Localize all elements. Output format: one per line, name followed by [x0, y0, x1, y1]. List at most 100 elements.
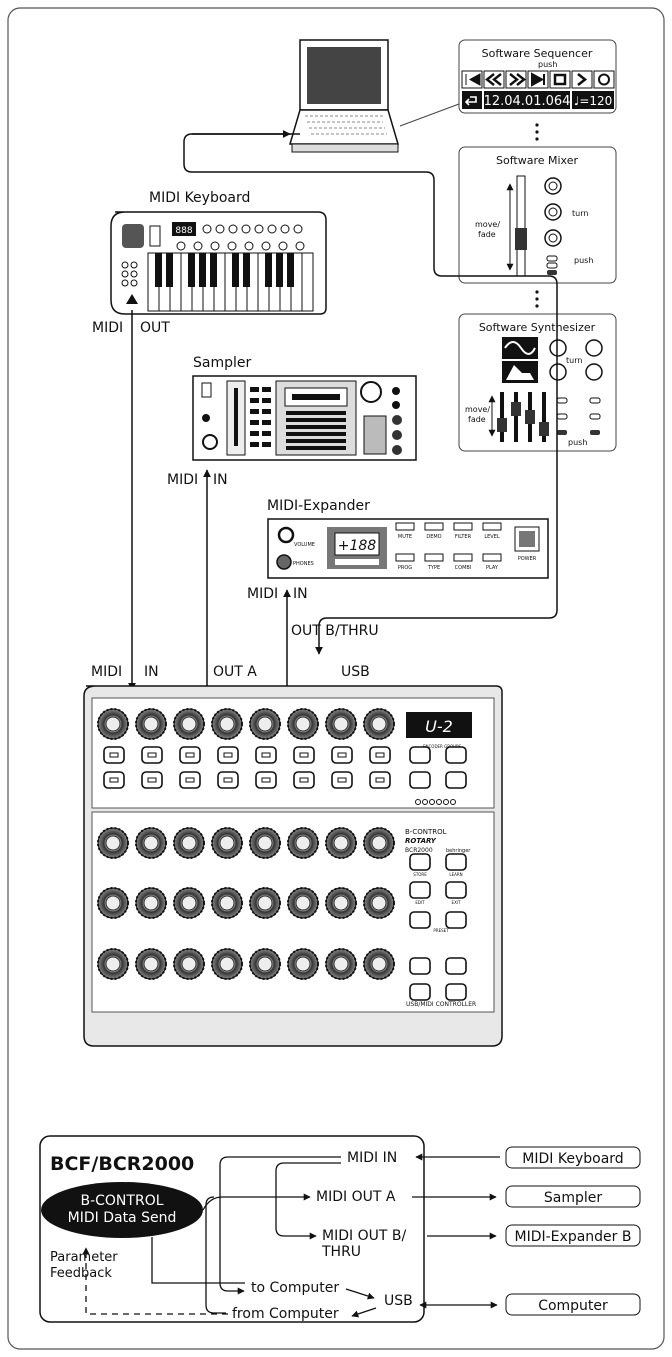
sampler-button	[262, 398, 271, 403]
bcr-encoder-cap	[295, 895, 311, 911]
bcr-encoder-cap	[105, 895, 121, 911]
expander-button	[395, 522, 415, 531]
bcr-encoder-ring	[135, 948, 167, 980]
software-mixer: Software Mixer move/fade turn push	[458, 146, 617, 308]
bcr-preset-label: PRESET	[433, 928, 449, 933]
port-from-computer: from Computer	[232, 1306, 339, 1322]
bcr-button	[331, 771, 353, 789]
expander-button-label: PROG	[398, 565, 412, 571]
synth-turn-label: turn	[566, 356, 582, 365]
bcr-side-button	[409, 957, 431, 975]
bcr-group-led	[450, 799, 456, 805]
bcr-encoder-ring	[135, 887, 167, 919]
bcr-button-led	[337, 752, 347, 758]
bcr-encoders	[97, 708, 395, 980]
sampler-pad-row	[286, 411, 346, 415]
black-key	[210, 253, 217, 287]
bcr-group-led	[443, 799, 449, 805]
keyboard-title: MIDI Keyboard	[149, 190, 250, 206]
bcr-encoder-cap	[219, 835, 235, 851]
synth-knob-icons	[549, 339, 603, 381]
mixer-push-label: push	[574, 256, 593, 265]
bcr-encoder-ring	[249, 708, 281, 740]
bcr-side-button	[409, 771, 431, 789]
bcr-encoder-ring	[325, 948, 357, 980]
bcr-encoder-cap	[295, 956, 311, 972]
out-b-thru-label: OUT B/THRU	[291, 623, 379, 639]
sampler-button	[262, 442, 271, 447]
sampler-button	[250, 442, 259, 447]
expander-button-label: TYPE	[427, 565, 440, 571]
bcr-encoder-ring	[211, 708, 243, 740]
record-icon	[593, 70, 615, 89]
bcr-button-led	[299, 777, 309, 783]
software-sequencer: Software Sequencer push 12.04.01.064 ♩=1…	[399, 39, 617, 141]
usb-label: USB	[341, 664, 370, 680]
bcr-button-led	[337, 777, 347, 783]
black-key	[166, 253, 173, 287]
ext-sampler-label: Sampler	[544, 1190, 602, 1206]
sampler-title: Sampler	[193, 355, 251, 371]
black-key	[188, 253, 195, 287]
bcr-button	[179, 771, 201, 789]
bcr-encoder-cap	[143, 956, 159, 972]
sampler-pad-row	[286, 425, 346, 429]
out-a-label: OUT A	[213, 664, 257, 680]
engine-line1: B-CONTROL	[80, 1193, 163, 1209]
bcr-button-led	[185, 777, 195, 783]
bcr-encoder-ring	[135, 827, 167, 859]
bcr-encoder-cap	[371, 895, 387, 911]
bcontrol-engine	[41, 1182, 203, 1238]
black-key	[232, 253, 239, 287]
bcr-group-led	[415, 799, 421, 805]
bcr-encoder-ring	[173, 887, 205, 919]
sequencer-title: Software Sequencer	[482, 47, 593, 60]
bcr-encoder-cap	[371, 835, 387, 851]
sequencer-push-label: push	[538, 60, 557, 69]
bcr-encoder-cap	[371, 716, 387, 732]
bcr-button-led	[223, 752, 233, 758]
bcr-encoder-cap	[333, 956, 349, 972]
bcr-encoder-ring	[211, 948, 243, 980]
bcr-encoder-cap	[257, 956, 273, 972]
sampler-pad-row	[286, 446, 346, 450]
keyboard-knobs	[176, 224, 305, 251]
sampler-button	[250, 409, 259, 414]
mixer-fader-track	[516, 175, 526, 277]
bcr-side-button	[445, 983, 467, 1001]
bcr-encoder-ring	[135, 708, 167, 740]
bcr-button-led	[147, 752, 157, 758]
bcr-encoder-cap	[143, 835, 159, 851]
bcr-encoder-ring	[325, 708, 357, 740]
expander-button	[482, 522, 502, 531]
port-to-computer: to Computer	[251, 1280, 339, 1296]
expander-button	[482, 553, 502, 562]
sampler-midi-label: MIDI	[167, 472, 198, 488]
bcr-encoder-ring	[287, 887, 319, 919]
param-feedback-line1: Parameter	[50, 1250, 118, 1265]
port-midi-out-b2: THRU	[321, 1244, 361, 1260]
port-usb: USB	[384, 1293, 413, 1309]
keyboard-knob	[215, 224, 225, 234]
white-key	[301, 252, 314, 312]
expander-display: +188	[338, 538, 377, 554]
bcr-button	[103, 746, 125, 764]
bcr-encoder-ring	[249, 827, 281, 859]
bcr-encoder-ring	[287, 708, 319, 740]
black-key	[265, 253, 272, 287]
keyboard-out-label: OUT	[140, 320, 170, 336]
laptop-computer	[288, 39, 400, 153]
bcr-side-button-label: EDIT	[415, 900, 425, 905]
keyboard-knob	[293, 224, 303, 234]
mixer-fader-knob	[515, 228, 527, 250]
bcr-button	[255, 771, 277, 789]
keyboard-keys	[147, 252, 314, 312]
bcr-group-led	[436, 799, 442, 805]
bcr-encoder-ring	[363, 827, 395, 859]
sampler-pad-row	[286, 439, 346, 443]
synth-push-label: push	[568, 438, 587, 447]
keyboard-button	[295, 241, 305, 251]
bcr-button	[331, 746, 353, 764]
